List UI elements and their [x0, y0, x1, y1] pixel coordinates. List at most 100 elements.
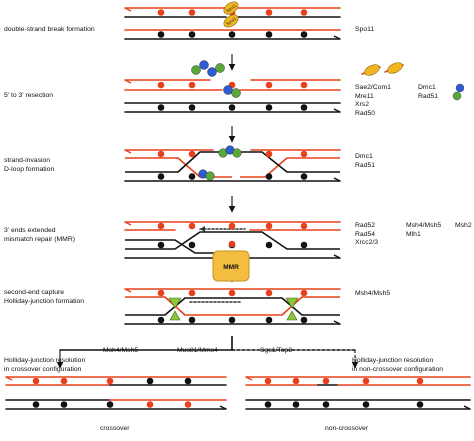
s5-marker-dot [300, 289, 308, 297]
crossover-caption: crossover [100, 425, 130, 432]
mmr-badge-text: MMR [223, 264, 239, 271]
path-label-sgs1-top3: Sgs1/Top3 [260, 347, 293, 354]
s2-marker-dot [300, 104, 308, 111]
s2-strand-end [333, 108, 341, 113]
protein-mre11: Mre11 [355, 92, 374, 100]
s2-marker-dot [188, 81, 196, 89]
s5-marker-dot [300, 316, 308, 324]
s1-marker-dot [265, 9, 273, 16]
s2-strand-end [124, 79, 132, 84]
crossover-outcome-line1: Holliday-junction resolution [4, 357, 86, 364]
spo11-protein-tag: Spo11 [225, 15, 238, 26]
protein-dmc1: Dmc1 [418, 84, 436, 91]
recombinase-protein [207, 67, 217, 77]
s3-strand-end [333, 177, 341, 182]
s4-marker-dot [188, 241, 196, 249]
mmr-badge [212, 250, 250, 282]
co-marker-dot [146, 377, 154, 385]
protein-rad52: Rad52 [355, 222, 376, 229]
co-strand-end [219, 405, 227, 410]
s5-red-crossing [125, 296, 340, 316]
holliday-junction-marker [168, 297, 182, 309]
s3-marker-dot [188, 150, 196, 158]
protein-msh4-msh5: Msh4/Msh5 [355, 290, 391, 297]
s3-marker-dot [265, 173, 273, 180]
s3-marker-dot [188, 173, 196, 180]
s1-strand-end [124, 7, 132, 12]
noncrossover-outcome-label: Holliday-junction resolution in non-cros… [352, 357, 443, 374]
step3-proteins: Dmc1 Rad51 [355, 153, 375, 170]
s5-marker-dot [188, 316, 196, 324]
protein-rad50: Rad50 [355, 109, 376, 117]
step4-label: 3' ends extended mismatch repair (MMR) [4, 227, 75, 244]
s5-marker-dot [157, 289, 165, 297]
s5-marker-dot [228, 316, 236, 324]
s3-marker-dot [300, 150, 308, 158]
s4-synthesis-arrowhead [200, 226, 205, 232]
co-marker-dot [60, 401, 68, 408]
step4-proteins-col3: Msh2 [455, 222, 472, 231]
step3-label: strand-invasion D-loop formation [4, 157, 54, 174]
nco-marker-dot [362, 377, 370, 385]
spo11-oligo-complex [364, 64, 380, 76]
step5-proteins: Msh4/Msh5 [355, 290, 390, 299]
co-marker-dot [184, 377, 192, 385]
s5-marker-dot [188, 289, 196, 297]
s3-marker-dot [300, 173, 308, 180]
holliday-junction-marker [286, 310, 298, 321]
s5-marker-dot [265, 289, 273, 297]
spo11-protein [223, 1, 239, 15]
co-marker-dot [32, 401, 40, 408]
s2-marker-dot [228, 104, 236, 111]
nco-marker-dot [264, 377, 272, 385]
s5-marker-dot [157, 316, 165, 324]
nco-marker-dot [322, 401, 330, 408]
s5-black-crossing [125, 297, 340, 316]
s4-marker-dot [157, 222, 165, 230]
s1-marker-dot [188, 31, 196, 38]
s4-black-dloop [125, 231, 340, 250]
protein-rad51: Rad51 [355, 161, 376, 169]
s2-marker-dot [188, 104, 196, 111]
dmc1-legend-dot [455, 83, 465, 93]
crossover-outcome-label: Holliday-junction resolution in crossove… [4, 357, 85, 374]
nco-marker-dot [292, 401, 300, 408]
s2-marker-dot [265, 81, 273, 89]
recombinase-protein [231, 88, 241, 98]
s2-marker-dot [265, 104, 273, 111]
s4-strand-end [124, 221, 132, 226]
s1-marker-dot [157, 9, 165, 16]
path-label-mus81-mms4: Mus81/Mms4 [177, 347, 218, 354]
s1-marker-dot [228, 31, 236, 38]
s5-marker-dot [228, 289, 236, 297]
recombinase-protein [191, 65, 201, 75]
co-marker-dot [60, 377, 68, 385]
step4-proteins-col2: Msh4/Msh5 Mlh1 [406, 222, 441, 239]
co-marker-dot [106, 377, 114, 385]
co-marker-dot [106, 401, 114, 408]
nco-marker-dot [264, 401, 272, 408]
nco-marker-dot [416, 401, 424, 408]
s4-marker-dot [265, 241, 273, 249]
s3-invading-red [125, 157, 232, 178]
s3-black-dloop [125, 151, 340, 173]
step4-proteins: Rad52 Rad54 Xrcc2/3 [355, 222, 378, 248]
s5-strand-end [124, 288, 132, 293]
s1-marker-dot [265, 31, 273, 38]
noncrossover-caption: non-crossover [325, 425, 369, 432]
s1-marker-dot [300, 31, 308, 38]
recombinase-protein [205, 171, 215, 181]
protein-xrcc2-3: Xrcc2/3 [355, 239, 379, 247]
step4-label-line1: 3' ends extended [4, 227, 56, 234]
noncrossover-outcome-line2: in non-crossover configuration [352, 365, 444, 373]
s4-marker-dot [157, 241, 165, 249]
s3-marker-dot [157, 173, 165, 180]
protein-spo11: Spo11 [355, 26, 375, 33]
step2-label: 5' to 3' resection [4, 92, 53, 101]
nco-strand-end [245, 376, 253, 381]
s2-marker-dot [157, 81, 165, 89]
protein-dmc1: Dmc1 [355, 153, 373, 160]
spo11-protein [223, 14, 239, 28]
